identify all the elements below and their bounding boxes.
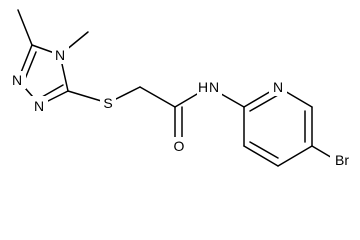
bond-c3-n2-double — [41, 84, 64, 98]
chemical-structure: N N N S O H N N Br — [9, 9, 356, 169]
bond-ch2-co — [139, 86, 176, 108]
atom-label-n2: N — [34, 98, 44, 114]
bond-c2-npy-double — [249, 94, 279, 112]
bond-c4-c3 — [243, 145, 279, 167]
bond-n1-c5-double — [24, 51, 37, 80]
atom-labels: N N N S O H N N Br — [9, 46, 356, 169]
atom-label-s: S — [103, 95, 112, 111]
atom-label-o: O — [174, 138, 185, 154]
bond-c5-methyl — [17, 9, 33, 46]
atom-label-n4: N — [55, 47, 65, 63]
atom-label-br: Br — [335, 152, 349, 168]
atom-label-h: H — [198, 79, 208, 95]
bond-c5-c4 — [277, 145, 313, 167]
atom-label-nh: N — [209, 79, 219, 95]
atom-label-n-pyridine: N — [273, 79, 283, 95]
atom-label-n1: N — [12, 72, 22, 88]
bond-c4-c3-double — [249, 141, 279, 159]
